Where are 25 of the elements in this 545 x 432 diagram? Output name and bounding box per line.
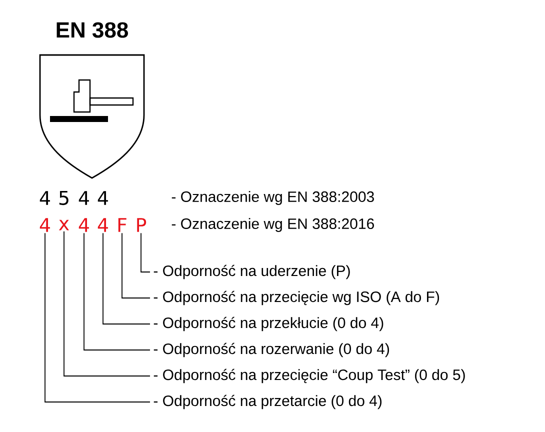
note-text: - Oznaczenie wg EN 388:2016 [172,218,374,232]
code-digit: 4 [98,191,108,205]
note-text: - Oznaczenie wg EN 388:2003 [172,191,374,205]
code-letter: 4 [40,218,50,232]
leader-line [122,232,150,298]
leader-line [64,230,150,376]
code-letter: 4 [78,218,89,232]
description-text: - Odporność na przecięcie “Coup Test” (0 do 5) [154,368,465,384]
leader-line [140,232,150,272]
leader-line [102,232,150,324]
description-text: - Odporność na uderzenie (P) [154,264,350,280]
code-letter: P [137,218,146,232]
leader-line [84,232,150,350]
code-letter: F [118,218,126,232]
code-letter: x [58,220,69,230]
leader-line [44,232,150,402]
code-letter: 4 [98,218,108,232]
code-digit: 5 [59,190,68,206]
description-text: - Odporność na rozerwanie (0 do 4) [154,342,389,358]
description-text: - Odporność na przetarcie (0 do 4) [154,394,382,410]
title: EN 388 [56,22,128,38]
code-digit: 4 [40,191,50,205]
description-text: - Odporność na przecięcie wg ISO (A do F) [154,290,439,306]
code-digit: 4 [78,191,89,205]
description-text: - Odporność na przekłucie (0 do 4) [154,316,384,332]
